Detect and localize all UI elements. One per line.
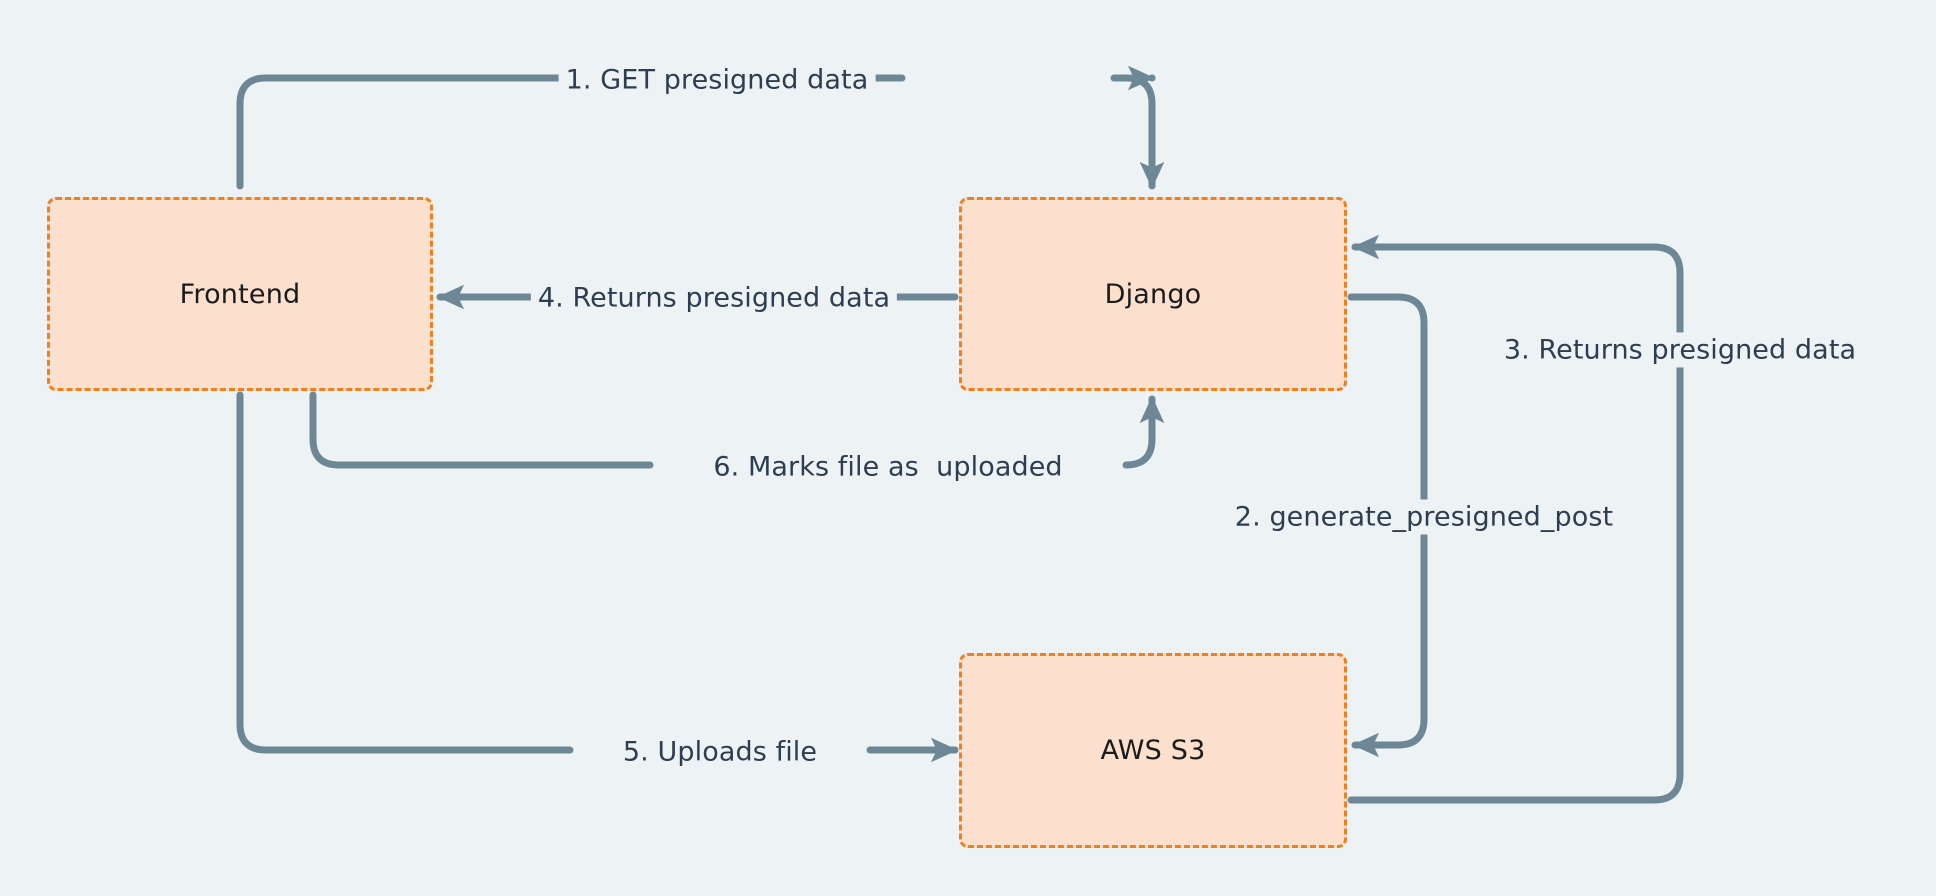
edge-path-5 xyxy=(236,391,574,754)
edge-label-6: 6. Marks file as uploaded xyxy=(706,449,1070,485)
edge-label-3: 3. Returns presigned data xyxy=(1496,332,1864,368)
node-frontend[interactable]: Frontend xyxy=(47,197,433,391)
node-aws-s3[interactable]: AWS S3 xyxy=(959,653,1347,848)
edge-path-1a xyxy=(236,74,906,190)
node-django-label: Django xyxy=(1104,278,1202,310)
node-django[interactable]: Django xyxy=(959,197,1347,391)
edge-path-6 xyxy=(309,391,654,469)
node-aws-s3-label: AWS S3 xyxy=(1100,735,1206,766)
edge-label-4: 4. Returns presigned data xyxy=(530,280,898,316)
edge-label-1: 1. GET presigned data xyxy=(558,62,876,98)
edge-path-6b xyxy=(1122,395,1165,469)
node-frontend-label: Frontend xyxy=(179,278,301,310)
edge-label-5: 5. Uploads file xyxy=(615,734,825,770)
edge-label-2: 2. generate_presigned_post xyxy=(1227,499,1621,535)
edge-path-1 xyxy=(1110,74,1165,190)
edge-path-3 xyxy=(1347,234,1684,804)
